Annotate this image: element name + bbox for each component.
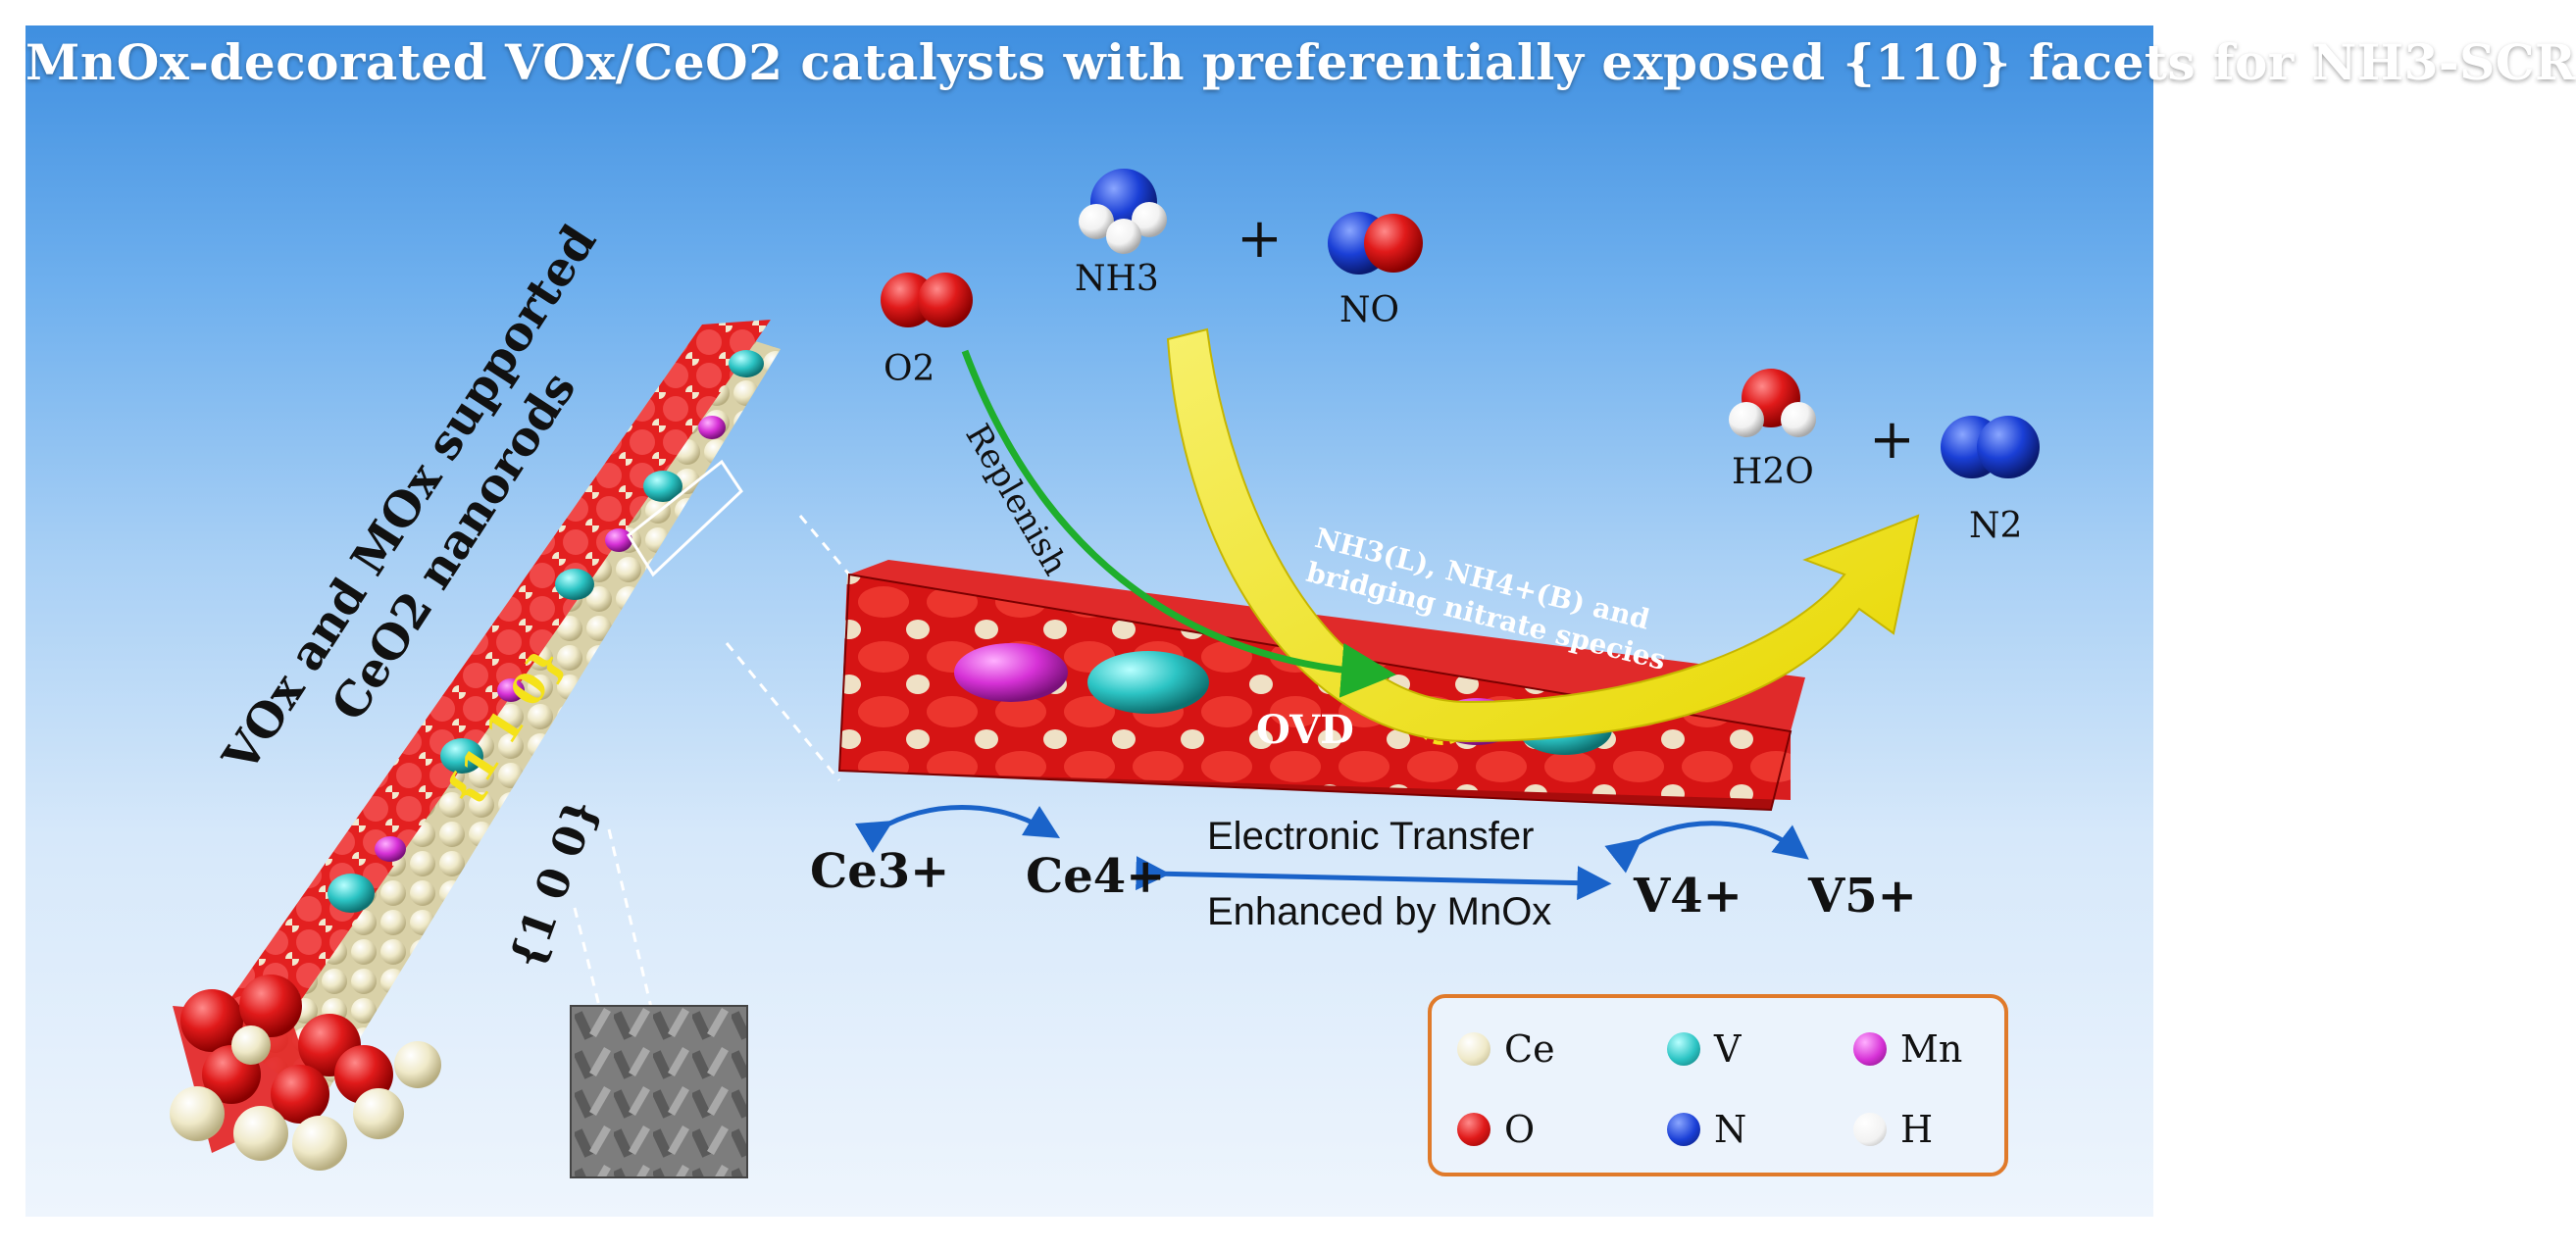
ion-arrows (854, 805, 1809, 901)
ovd-label: OVD (1256, 707, 1354, 753)
atom-legend: Ce V Mn O N H (1428, 994, 2008, 1176)
legend-label-mn: Mn (1900, 1027, 1963, 1071)
no-label: NO (1339, 290, 1400, 330)
nh3-label: NH3 (1075, 259, 1159, 299)
mn-atom-icon (1853, 1032, 1887, 1066)
electron-transfer-line2: Enhanced by MnOx (1207, 890, 1552, 933)
replenish-arrow (961, 349, 1396, 698)
o-atom-icon (1457, 1113, 1490, 1146)
legend-item-v: V (1667, 1027, 1741, 1071)
nh3-molecule (1079, 169, 1167, 254)
zoom-lines (573, 515, 851, 1066)
ceo2-nanorod (170, 320, 781, 1171)
o2-molecule (881, 273, 973, 327)
plus-sign-2: + (1869, 408, 1915, 472)
v-atom-icon (1667, 1032, 1700, 1066)
legend-item-ce: Ce (1457, 1027, 1555, 1071)
figure-title: MnOx-decorated VOx/CeO2 catalysts with p… (25, 33, 2576, 91)
scene-illustration (170, 169, 2040, 1178)
legend-label-ce: Ce (1504, 1027, 1555, 1071)
v4-ion-label: V4+ (1634, 869, 1743, 924)
h-atom-icon (1853, 1113, 1887, 1146)
legend-label-n: N (1714, 1108, 1747, 1151)
electron-transfer-line1: Electronic Transfer (1207, 815, 1535, 858)
no-molecule (1328, 212, 1423, 275)
n-atom-icon (1667, 1113, 1700, 1146)
legend-label-h: H (1900, 1108, 1934, 1151)
n2-label: N2 (1969, 506, 2023, 546)
o2-label: O2 (884, 349, 935, 389)
ce-atom-icon (1457, 1032, 1490, 1066)
legend-label-o: O (1504, 1108, 1536, 1151)
plus-sign-1: + (1237, 207, 1283, 271)
legend-label-v: V (1714, 1027, 1742, 1071)
tem-image-inset (570, 1005, 748, 1178)
h2o-label: H2O (1732, 452, 1814, 492)
figure-canvas: MnOx-decorated VOx/CeO2 catalysts with p… (25, 25, 2576, 1217)
legend-item-h: H (1853, 1108, 1933, 1151)
h2o-molecule (1729, 369, 1816, 437)
legend-item-o: O (1457, 1108, 1535, 1151)
legend-item-n: N (1667, 1108, 1746, 1151)
v5-ion-label: V5+ (1808, 869, 1917, 924)
ce3-ion-label: Ce3+ (810, 844, 950, 899)
n2-molecule (1941, 416, 2040, 478)
ce4-ion-label: Ce4+ (1026, 849, 1166, 904)
legend-item-mn: Mn (1853, 1027, 1962, 1071)
